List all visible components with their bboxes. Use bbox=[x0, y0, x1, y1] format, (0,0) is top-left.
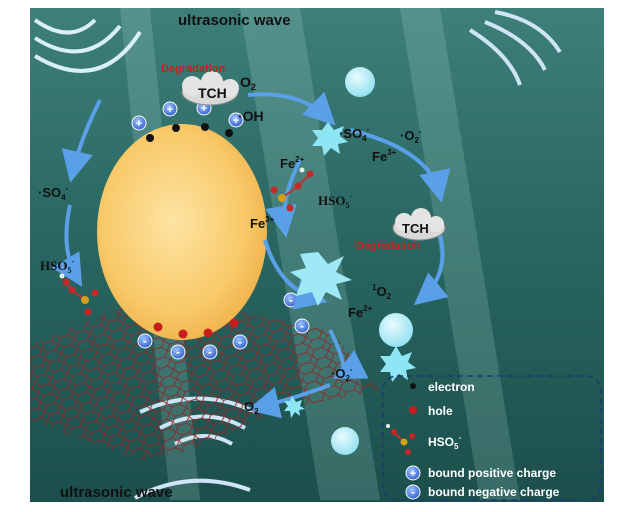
graphene-sheet bbox=[30, 295, 380, 460]
svg-text:+: + bbox=[167, 104, 173, 116]
svg-text:-: - bbox=[208, 345, 212, 359]
legend-hole-label: hole bbox=[428, 404, 453, 418]
tch-cloud-right bbox=[392, 208, 446, 241]
ultrasonic-label-top: ultrasonic wave bbox=[178, 12, 291, 29]
tch-label-top: TCH bbox=[198, 85, 227, 101]
fe2-label-lower: Fe2+ bbox=[348, 304, 373, 320]
bursts bbox=[284, 122, 416, 418]
ultrasonic-arcs-top-left bbox=[33, 18, 142, 73]
tch-label-right: TCH bbox=[402, 221, 429, 236]
legend-box bbox=[382, 375, 602, 501]
svg-text:-: - bbox=[143, 334, 147, 348]
fe3-label-mid: Fe3+ bbox=[250, 215, 275, 231]
legend-negative-label: bound negative charge bbox=[428, 485, 560, 499]
svg-text:-: - bbox=[300, 319, 304, 333]
so4-radical-left: ·SO4- bbox=[38, 184, 69, 202]
svg-text:-: - bbox=[238, 335, 242, 349]
so4-radical-top: ·SO4- bbox=[339, 125, 370, 143]
legend: electron hole HSO5- + bound positive cha… bbox=[382, 375, 602, 501]
ultrasonic-arcs-top-right bbox=[468, 10, 562, 86]
electrons-top bbox=[146, 123, 233, 142]
oh-radical-label: ·OH bbox=[238, 108, 264, 124]
o2-label-bottom: O2 bbox=[244, 399, 259, 416]
bubbles bbox=[331, 67, 413, 455]
svg-text:+: + bbox=[410, 468, 416, 480]
o2-label-top: O2 bbox=[240, 74, 256, 92]
fe3-label-right: Fe3+ bbox=[372, 148, 397, 164]
svg-text:-: - bbox=[176, 345, 180, 359]
semiconductor-particle bbox=[97, 124, 267, 340]
superoxide-radical-top: ·O2- bbox=[400, 127, 422, 145]
bound-negative-charges: - - - - - - bbox=[137, 292, 310, 360]
superoxide-radical-lower: ·O2- bbox=[331, 365, 353, 383]
degradation-label-right: Degradation bbox=[356, 240, 420, 252]
ultrasonic-label-bottom: ultrasonic wave bbox=[60, 484, 173, 501]
svg-text:+: + bbox=[233, 115, 239, 127]
fe2-label-upper: Fe2+ bbox=[280, 155, 305, 171]
singlet-oxygen-label: 1O2 bbox=[372, 283, 392, 301]
hso5-molecule-mid bbox=[270, 167, 314, 212]
hso5-label-mid: HSO5- bbox=[318, 192, 352, 210]
legend-electron-icon bbox=[410, 383, 416, 389]
hso5-label-left: HSO5- bbox=[40, 257, 74, 275]
legend-negative-icon bbox=[405, 484, 421, 500]
tch-cloud-top bbox=[181, 71, 239, 106]
legend-hso5-label: HSO5- bbox=[428, 433, 461, 451]
legend-hole-icon bbox=[409, 406, 417, 414]
legend-electron-label: electron bbox=[428, 380, 475, 394]
svg-text:+: + bbox=[136, 118, 142, 130]
legend-hso5-icon bbox=[386, 424, 415, 455]
svg-text:-: - bbox=[411, 485, 415, 499]
legend-positive-icon bbox=[405, 465, 421, 481]
legend-positive-label: bound positive charge bbox=[428, 466, 556, 480]
holes-bottom bbox=[153, 318, 239, 339]
hso5-molecule-left bbox=[59, 273, 99, 316]
svg-text:+: + bbox=[201, 103, 207, 115]
svg-text:-: - bbox=[289, 293, 293, 307]
degradation-label-top: Degradation bbox=[161, 63, 225, 75]
